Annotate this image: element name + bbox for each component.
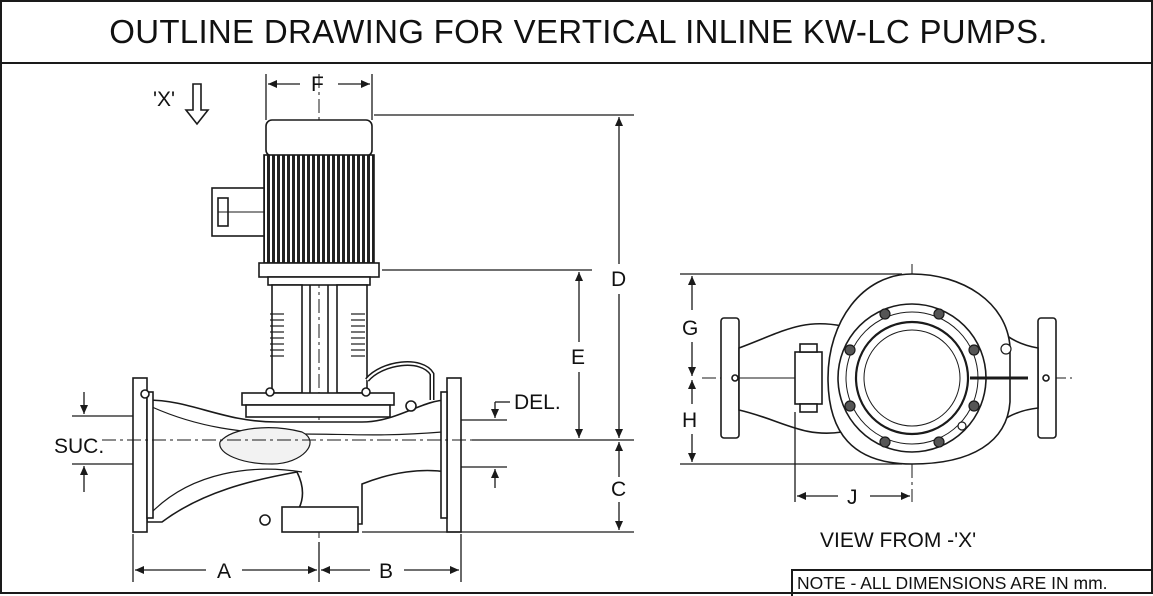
dimension-a-b <box>132 534 462 582</box>
dimension-f <box>265 74 373 120</box>
suction-dimension <box>72 392 133 492</box>
side-elevation <box>102 74 472 582</box>
dimension-e <box>382 269 592 438</box>
view-caption: VIEW FROM -'X' <box>820 529 976 552</box>
dimension-c-label: C <box>611 478 626 501</box>
units-note: NOTE - ALL DIMENSIONS ARE IN mm. <box>791 569 1153 596</box>
dimension-h-label: H <box>682 409 697 432</box>
suction-flange <box>132 377 148 533</box>
plan-view <box>702 264 1072 502</box>
lantern-left <box>271 284 303 394</box>
suction-label: SUC. <box>54 435 104 458</box>
view-x-arrow: 'X' <box>153 83 210 126</box>
dimension-e-label: E <box>571 346 585 369</box>
drawing-title: OUTLINE DRAWING FOR VERTICAL INLINE KW-L… <box>2 2 1153 64</box>
plan-delivery-bore <box>854 320 970 436</box>
dimension-j <box>794 412 910 502</box>
view-x-marker: 'X' <box>153 88 175 111</box>
dimension-d-label: D <box>611 268 626 291</box>
dimension-a-label: A <box>217 560 231 583</box>
lantern-right <box>336 284 368 394</box>
volute-casing <box>146 399 448 525</box>
dimension-g-label: G <box>682 317 698 340</box>
dimension-f-label: F <box>311 73 324 96</box>
dimension-c <box>362 442 634 533</box>
delivery-label: DEL. <box>514 391 561 414</box>
motor-body <box>263 154 375 264</box>
dimension-g-h <box>680 273 902 465</box>
dimension-b-label: B <box>379 560 393 583</box>
delivery-flange <box>446 377 462 533</box>
dimension-j-label: J <box>847 486 858 509</box>
plan-bolts <box>844 308 980 448</box>
motor-cap <box>265 119 373 157</box>
dimension-d <box>374 114 634 441</box>
delivery-dimension <box>461 401 510 488</box>
